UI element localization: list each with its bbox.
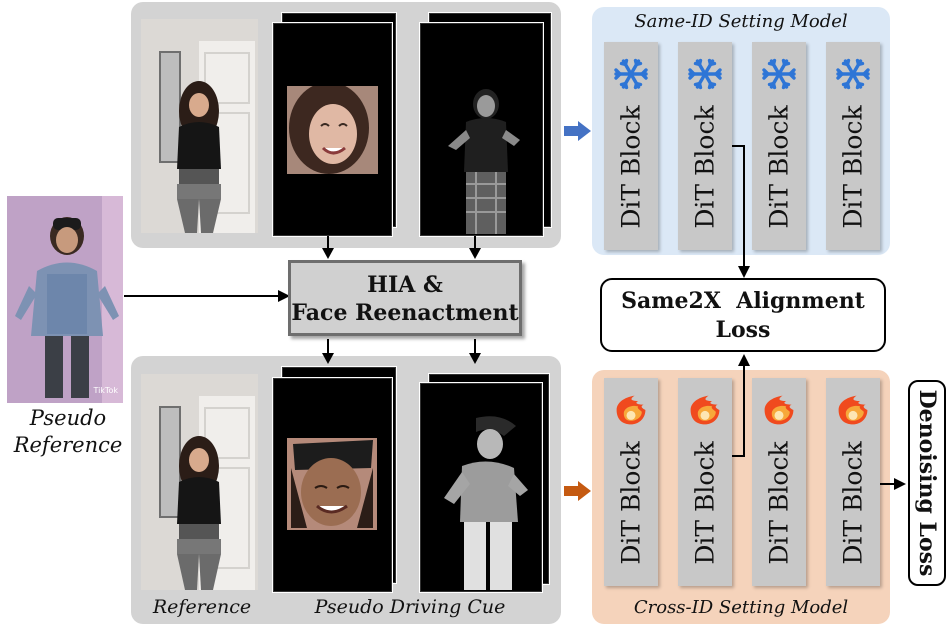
same-id-model-title: Same-ID Setting Model	[634, 11, 848, 32]
denoising-loss-label: Denoising Loss	[914, 389, 940, 577]
pose-image-bottom	[434, 412, 534, 590]
reference-image-top	[141, 19, 258, 233]
snowflake-icon	[688, 58, 722, 90]
alignment-loss-line2: Loss	[715, 317, 771, 343]
arrow-pseudo-to-hia	[124, 290, 290, 302]
flame-icon	[838, 395, 868, 425]
same-id-dit-block-4: DiT Block	[826, 42, 880, 250]
cross-id-dit-block-1: DiT Block	[604, 378, 658, 586]
alignment-loss-box: Same2X Alignment Loss	[600, 278, 886, 352]
connector-same-to-loss	[732, 145, 750, 278]
snowflake-icon	[836, 58, 870, 90]
arrow-hia-to-face-bottom	[322, 339, 334, 364]
flame-icon	[616, 395, 646, 425]
arrow-face-top-to-hia	[322, 236, 334, 259]
arrow-hia-to-pose-bottom	[469, 339, 481, 364]
pseudo-driving-cue-label: Pseudo Driving Cue	[314, 596, 506, 618]
hia-face-reenactment-box: HIA & Face Reenactment	[288, 260, 522, 336]
same-id-dit-block-1: DiT Block	[604, 42, 658, 250]
orange-arrow-to-cross-id	[564, 481, 591, 501]
face-crop-bottom	[287, 438, 377, 530]
arrow-to-denoising-loss	[880, 478, 906, 490]
flame-icon	[690, 395, 720, 425]
reference-image-bottom	[141, 374, 258, 590]
connector-cross-to-loss	[732, 354, 750, 457]
face-crop-top	[287, 86, 378, 174]
pseudo-reference-label: Pseudo Reference	[13, 406, 123, 457]
hia-box-line1: HIA &	[367, 272, 443, 298]
hia-box-line2: Face Reenactment	[291, 300, 519, 326]
flame-icon	[764, 395, 794, 425]
cross-id-dit-block-2: DiT Block	[678, 378, 732, 586]
snowflake-icon	[614, 58, 648, 90]
denoising-loss-box: Denoising Loss	[908, 380, 946, 586]
tiktok-watermark: TikTok	[93, 386, 118, 395]
pseudo-reference-image: TikTok	[7, 196, 123, 403]
cross-id-model-title: Cross-ID Setting Model	[633, 597, 849, 618]
alignment-loss-line1: Same2X Alignment	[621, 288, 865, 314]
snowflake-icon	[762, 58, 796, 90]
arrow-pose-top-to-hia	[469, 236, 481, 259]
reference-label: Reference	[152, 596, 252, 618]
cross-id-dit-block-3: DiT Block	[752, 378, 806, 586]
same-id-dit-block-2: DiT Block	[678, 42, 732, 250]
pose-image-top	[436, 80, 528, 234]
blue-arrow-to-same-id	[564, 121, 591, 141]
cross-id-dit-block-4: DiT Block	[826, 378, 880, 586]
same-id-dit-block-3: DiT Block	[752, 42, 806, 250]
